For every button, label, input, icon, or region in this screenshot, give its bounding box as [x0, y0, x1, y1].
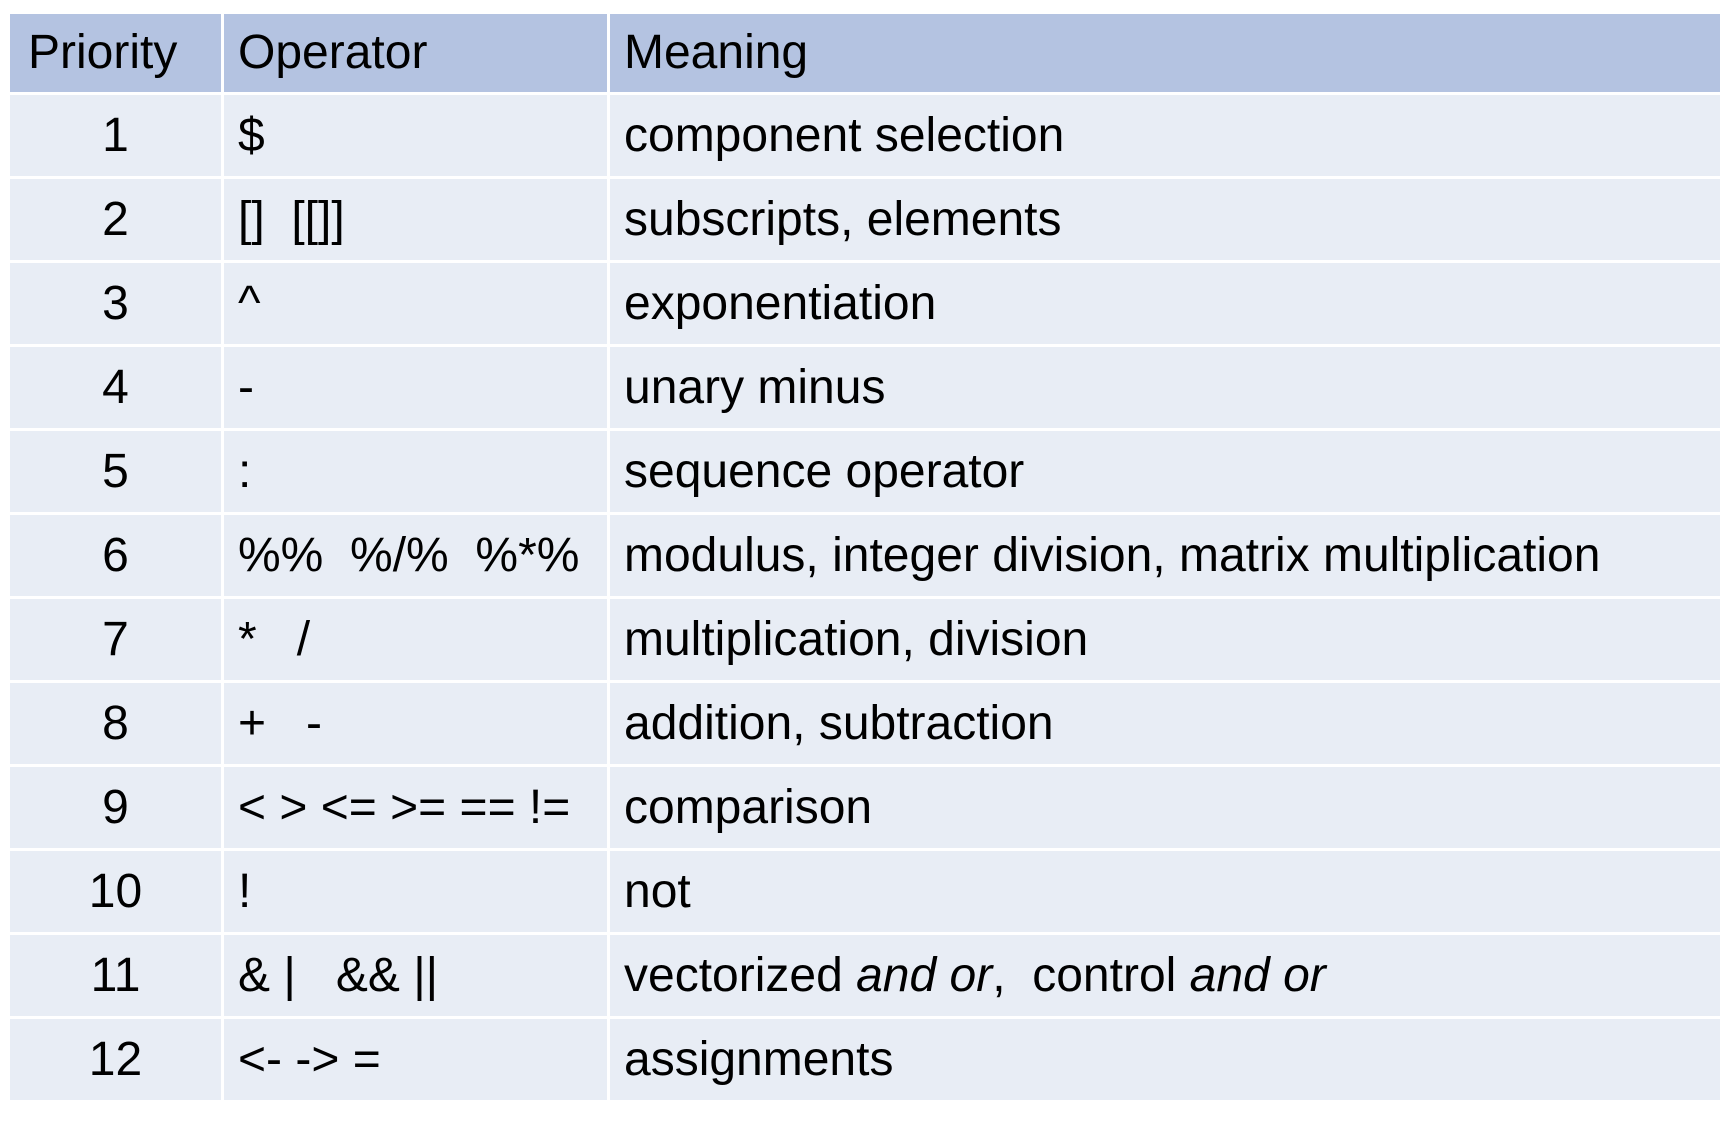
priority-cell: 12	[7, 1016, 224, 1103]
meaning-text-and-or: and or	[856, 948, 993, 1002]
table-row: 1 $ component selection	[7, 92, 1723, 179]
meaning-cell: addition, subtraction	[607, 680, 1723, 767]
header-priority: Priority	[7, 11, 224, 95]
priority-cell: 1	[7, 92, 224, 179]
table-row: 12 <- -> = assignments	[7, 1016, 1723, 1103]
meaning-cell: vectorized and or, control and or	[607, 932, 1723, 1019]
meaning-cell: modulus, integer division, matrix multip…	[607, 512, 1723, 599]
meaning-text-and-or-2: and or	[1189, 948, 1326, 1002]
header-meaning: Meaning	[607, 11, 1723, 95]
priority-cell: 7	[7, 596, 224, 683]
operator-cell: < > <= >= == !=	[221, 764, 610, 851]
meaning-cell: exponentiation	[607, 260, 1723, 347]
operator-cell: <- -> =	[221, 1016, 610, 1103]
operator-cell: & | && ||	[221, 932, 610, 1019]
priority-cell: 5	[7, 428, 224, 515]
meaning-cell: not	[607, 848, 1723, 935]
meaning-cell: sequence operator	[607, 428, 1723, 515]
meaning-cell: assignments	[607, 1016, 1723, 1103]
header-row: Priority Operator Meaning	[7, 11, 1723, 95]
operator-precedence-table-container: Priority Operator Meaning 1 $ component …	[7, 11, 1723, 1103]
table-row: 4 - unary minus	[7, 344, 1723, 431]
operator-cell: -	[221, 344, 610, 431]
priority-cell: 6	[7, 512, 224, 599]
table-row: 8 + - addition, subtraction	[7, 680, 1723, 767]
table-row: 2 [] [[]] subscripts, elements	[7, 176, 1723, 263]
table-row: 7 * / multiplication, division	[7, 596, 1723, 683]
meaning-text-vectorized: vectorized	[624, 948, 857, 1002]
table-row: 9 < > <= >= == != comparison	[7, 764, 1723, 851]
priority-cell: 8	[7, 680, 224, 767]
operator-cell: * /	[221, 596, 610, 683]
table-row: 3 ^ exponentiation	[7, 260, 1723, 347]
priority-cell: 10	[7, 848, 224, 935]
operator-cell: + -	[221, 680, 610, 767]
priority-cell: 3	[7, 260, 224, 347]
operator-cell: $	[221, 92, 610, 179]
operator-cell: !	[221, 848, 610, 935]
operator-cell: [] [[]]	[221, 176, 610, 263]
priority-cell: 4	[7, 344, 224, 431]
operator-precedence-table: Priority Operator Meaning 1 $ component …	[7, 11, 1723, 1103]
meaning-cell: comparison	[607, 764, 1723, 851]
meaning-cell: component selection	[607, 92, 1723, 179]
table-row: 6 %% %/% %*% modulus, integer division, …	[7, 512, 1723, 599]
operator-cell: ^	[221, 260, 610, 347]
table-row: 11 & | && || vectorized and or, control …	[7, 932, 1723, 1019]
priority-cell: 9	[7, 764, 224, 851]
operator-cell: :	[221, 428, 610, 515]
meaning-text-control: , control	[992, 948, 1190, 1002]
table-row: 10 ! not	[7, 848, 1723, 935]
priority-cell: 11	[7, 932, 224, 1019]
meaning-cell: multiplication, division	[607, 596, 1723, 683]
meaning-cell: subscripts, elements	[607, 176, 1723, 263]
meaning-cell: unary minus	[607, 344, 1723, 431]
header-operator: Operator	[221, 11, 610, 95]
table-row: 5 : sequence operator	[7, 428, 1723, 515]
operator-cell: %% %/% %*%	[221, 512, 610, 599]
priority-cell: 2	[7, 176, 224, 263]
